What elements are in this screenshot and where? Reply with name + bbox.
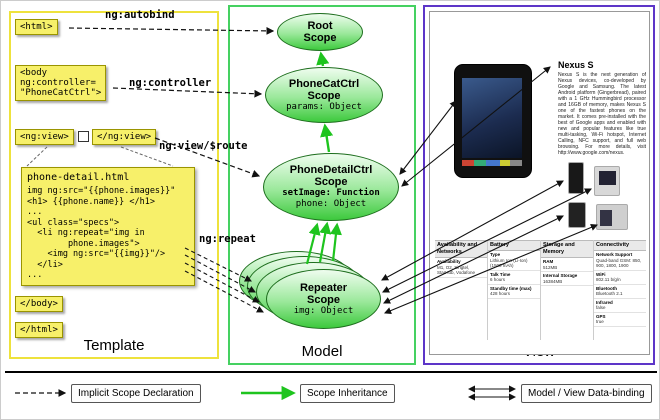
scope-prop-phone: phone: Object [295, 199, 367, 209]
spec-value: 428 hours [490, 291, 511, 296]
scope-prop-setimage: setImage: Function [282, 188, 380, 198]
spec-col-battery: Battery Type Lithium Ion (Li-Ion) (1500 … [487, 240, 540, 340]
spec-value: 16384MB [543, 278, 563, 284]
ngview-close-tag: </ng:view> [92, 129, 157, 145]
spec-value: false [596, 305, 606, 310]
phone-thumbnail-2 [594, 166, 620, 196]
ng-view-route-label: ng:view/$route [159, 140, 248, 152]
spec-row: Bluetooth Bluetooth 2.1 [594, 285, 646, 299]
scope-name: PhoneCatCtrl Scope [288, 77, 360, 102]
ng-controller-label: ng:controller [129, 77, 212, 89]
phone-title: Nexus S [558, 60, 594, 70]
spec-row: Standby time (max) 428 hours [488, 285, 540, 299]
phone-thumbnail-3 [568, 202, 586, 228]
repeater-scope-ellipse: Repeater Scope img: Object [266, 269, 381, 329]
spec-col-storage: Storage and Memory RAM 512MB Internal St… [540, 240, 593, 340]
spec-col-availability: Availability and Networks Availability M… [435, 240, 487, 340]
spec-header: Battery [488, 240, 540, 251]
spec-value: 6 hours [490, 277, 506, 282]
html-open-tag: <html> [15, 19, 58, 35]
spec-header: Connectivity [594, 240, 646, 251]
spec-row: Availability M1, O2, Singtel, StarHub, V… [435, 258, 487, 278]
spec-header: Availability and Networks [435, 240, 487, 258]
spec-label: GPS [596, 313, 606, 319]
spec-label: Infrared [596, 299, 613, 305]
legend-implicit-scope: Implicit Scope Declaration [71, 384, 201, 403]
phone-detail-page: Nexus S Nexus S is the next generation o… [429, 11, 650, 355]
spec-value: M1, O2, Singtel, StarHub, Vodafone [437, 264, 476, 276]
body-close-tag: </body> [15, 296, 63, 312]
phone-thumbnail-1 [568, 162, 584, 194]
phone-image [454, 64, 532, 178]
spec-value: 512MB [543, 264, 558, 270]
spec-value: Lithium Ion (Li-Ion) (1500 mAh) [490, 257, 528, 269]
body-open-tag: <body ng:controller= "PhoneCatCtrl"> [15, 65, 107, 101]
thumbnail-screen [600, 210, 612, 226]
code-title: phone-detail.html [27, 172, 130, 183]
scope-prop: img: Object [293, 305, 354, 316]
scope-prop: params: Object [286, 101, 362, 112]
thumbnail-screen [599, 171, 616, 185]
spec-value: Bluetooth 2.1 [596, 291, 623, 296]
scope-name: Root Scope [303, 20, 337, 44]
spec-col-connectivity: Connectivity Network Support Quad-band G… [593, 240, 646, 340]
template-panel: Template [9, 11, 219, 359]
phone-description: Nexus S is the next generation of Nexus … [558, 72, 646, 156]
phonedetailctrl-scope-ellipse: PhoneDetailCtrl Scope setImage: Function… [263, 153, 399, 221]
ng-autobind-label: ng:autobind [105, 9, 175, 21]
code-body: img ng:src="{{phone.images}}" <h1> {{pho… [27, 186, 176, 280]
spec-row: Internal Storage 16384MB [541, 272, 593, 286]
legend-scope-inheritance: Scope Inheritance [300, 384, 395, 403]
spec-row: WiFi 802.11 b/g/n [594, 271, 646, 285]
html-close-tag: </html> [15, 322, 63, 338]
ng-repeat-label: ng:repeat [199, 233, 256, 245]
legend-data-binding: Model / View Data-binding [521, 384, 652, 403]
spec-value: true [596, 319, 604, 324]
spec-row: Talk Time 6 hours [488, 271, 540, 285]
spec-label: WiFi [596, 271, 606, 277]
ngview-placeholder-box [78, 131, 89, 142]
spec-row: GPS true [594, 313, 646, 327]
phone-screen [462, 78, 522, 158]
specs-table: Availability and Networks Availability M… [435, 240, 646, 340]
phone-detail-code-block: phone-detail.html img ng:src="{{phone.im… [21, 167, 195, 286]
model-panel-label: Model [301, 343, 343, 360]
spec-header: Storage and Memory [541, 240, 593, 258]
spec-row: Type Lithium Ion (Li-Ion) (1500 mAh) [488, 251, 540, 271]
phone-thumbnail-4 [596, 204, 628, 230]
spec-label: Network Support [596, 252, 633, 257]
scope-name: PhoneDetailCtrl Scope [289, 164, 373, 188]
spec-label: Bluetooth [596, 285, 617, 291]
phone-dock-icons [462, 160, 522, 166]
ngview-open-tag: <ng:view> [15, 129, 74, 145]
spec-value: Quad-band GSM: 850, 900, 1800, 1900 [596, 257, 642, 269]
scope-name: Repeater Scope [299, 281, 348, 306]
spec-row: Network Support Quad-band GSM: 850, 900,… [594, 251, 646, 271]
template-panel-label: Template [83, 337, 145, 354]
phonecatctrl-scope-ellipse: PhoneCatCtrl Scope params: Object [265, 67, 383, 123]
spec-row: Infrared false [594, 299, 646, 313]
spec-row: RAM 512MB [541, 258, 593, 272]
spec-value: 802.11 b/g/n [596, 277, 621, 282]
root-scope-ellipse: Root Scope [277, 13, 363, 51]
